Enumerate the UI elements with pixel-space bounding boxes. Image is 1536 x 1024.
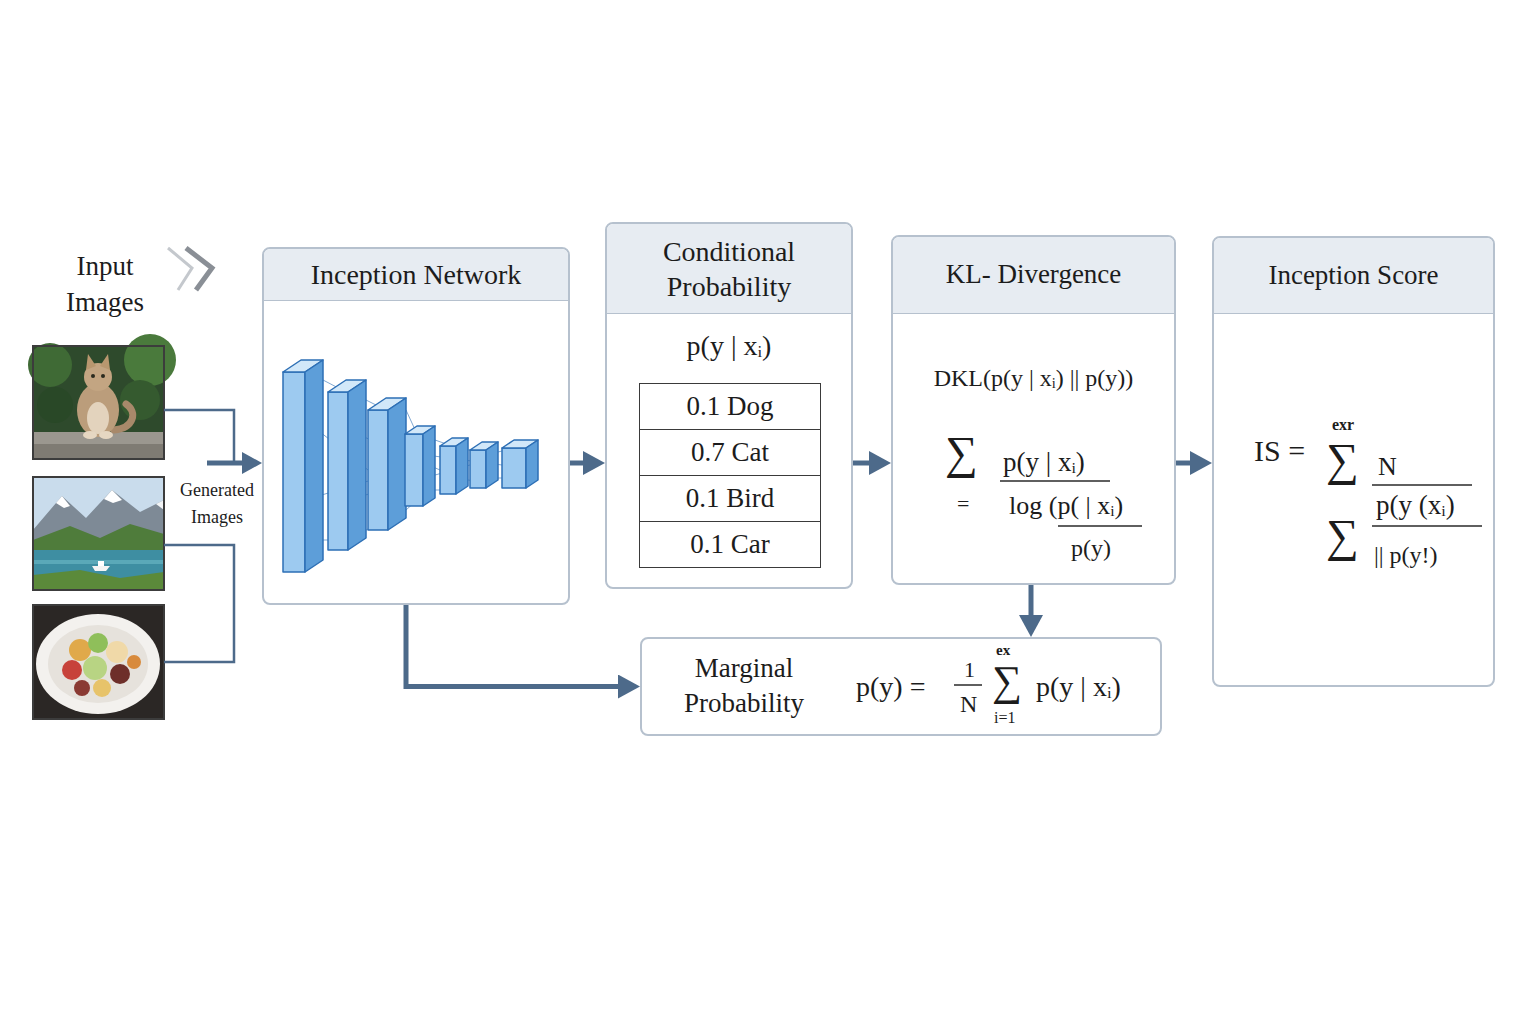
- landscape-image: [33, 477, 164, 590]
- process-box: Marginal Probability p(y) = 1Nex∑ i=1 p(y | …: [640, 637, 1162, 736]
- formula-text: log (p( | xᵢ): [1009, 491, 1123, 521]
- box-heading: Inception Network: [264, 249, 568, 301]
- formula-text: p(y): [1071, 535, 1111, 563]
- input-label: Input Images: [40, 248, 170, 320]
- formula-text: || p(y!): [1374, 542, 1438, 570]
- formula-text: ∑: [992, 657, 1022, 705]
- formula-text: IS =: [1254, 434, 1305, 469]
- process-box: Conditional Probability p(y | xᵢ) 0.1 Dog 0…: [605, 222, 853, 589]
- fraction-bars: [954, 481, 1482, 685]
- table-cell-text: 0.1 Bird: [686, 484, 775, 514]
- input-arrow: [207, 452, 262, 474]
- box-heading: KL- Divergence: [893, 237, 1174, 314]
- formula-text: ∑: [945, 427, 978, 480]
- formula-text: p(y | xᵢ): [1003, 447, 1085, 478]
- formula-text: N: [960, 691, 977, 719]
- flow-arrow: [406, 605, 624, 687]
- formula-text: p(y (xᵢ): [1376, 490, 1455, 521]
- table-cell-text: 0.7 Cat: [691, 438, 769, 468]
- table-cell-text: 0.1 Car: [690, 530, 769, 560]
- table-row: 0.1 Car: [639, 521, 821, 568]
- formula-text: p(y | xᵢ): [687, 330, 772, 362]
- food-image: [33, 605, 164, 719]
- box-heading: Inception Score: [1214, 238, 1493, 314]
- process-box: Inception Network: [262, 247, 570, 605]
- process-box: KL- DivergenceDKL(p(y | xᵢ) || p(y)) ∑ = p(…: [891, 235, 1176, 585]
- flow-arrow: [1176, 461, 1196, 466]
- table-cell-text: 0.1 Dog: [687, 392, 774, 422]
- table-row: 0.1 Dog: [639, 383, 821, 430]
- box-heading: Conditional Probability: [607, 224, 851, 314]
- formula-text: ∑: [1326, 434, 1359, 487]
- formula-text: N: [1378, 452, 1397, 482]
- flow-arrow: [1029, 585, 1034, 621]
- formula-text: p(y) =: [856, 671, 925, 703]
- table-row: 0.7 Cat: [639, 429, 821, 476]
- image-label: Generated Images: [172, 477, 262, 531]
- box-heading: Marginal Probability: [666, 651, 822, 721]
- input-wires: [164, 410, 234, 662]
- chevron-icon: [168, 248, 212, 290]
- cat-image: [28, 334, 176, 459]
- table-row: 0.1 Bird: [639, 475, 821, 522]
- formula-text: ex: [996, 642, 1010, 659]
- flow-arrow: [853, 461, 875, 466]
- formula-text: DKL(p(y | xᵢ) || p(y)): [934, 365, 1134, 393]
- flow-arrow: [570, 461, 589, 466]
- formula-text: p(y | xᵢ): [1036, 671, 1121, 703]
- formula-text: 1: [964, 657, 975, 682]
- formula-text: exr: [1332, 416, 1354, 434]
- formula-text: =: [957, 491, 969, 516]
- process-box: Inception ScoreIS =exr∑Np(y (xᵢ)∑|| p(y!…: [1212, 236, 1495, 687]
- formula-text: ∑: [1326, 510, 1359, 563]
- network-illustration: [283, 360, 538, 572]
- formula-text: i=1: [994, 709, 1015, 727]
